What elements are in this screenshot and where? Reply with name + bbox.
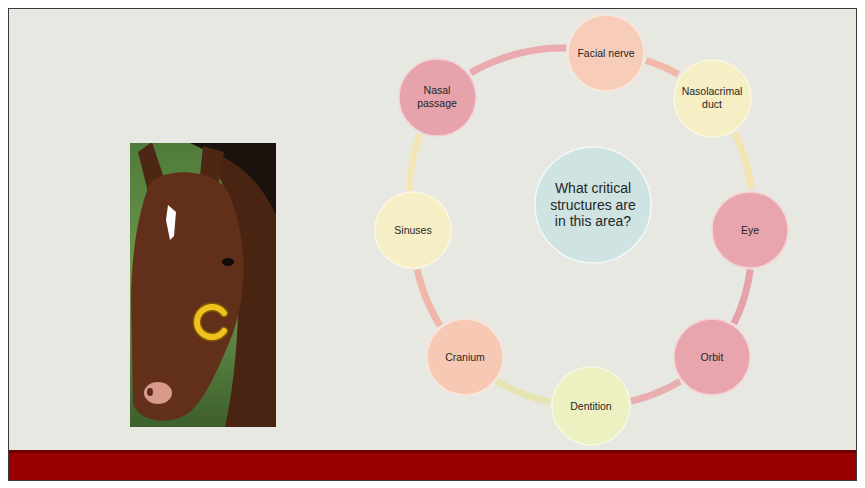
- circle-shape: [552, 367, 630, 445]
- node-label: Orbit: [679, 351, 745, 364]
- question-circle: What critical structures are in this are…: [534, 146, 652, 264]
- circle-shape: [375, 192, 451, 268]
- ring-arc: [646, 61, 678, 75]
- topic-circle: Cranium: [426, 318, 504, 396]
- circle-shape: [427, 319, 503, 395]
- node-label: What critical structures are in this are…: [548, 180, 638, 230]
- ring-arc: [471, 48, 567, 73]
- horse-nostril: [147, 388, 153, 396]
- circle-shape: [674, 60, 751, 137]
- node-label: Sinuses: [380, 224, 446, 237]
- topic-circle: Nasal passage: [398, 58, 477, 137]
- horse-head: [131, 172, 244, 420]
- circle-shape: [535, 147, 651, 263]
- node-label: Facial nerve: [573, 47, 639, 60]
- horseshoe-marker: [197, 307, 224, 337]
- circle-shape: [712, 192, 788, 268]
- node-label: Dentition: [558, 400, 625, 413]
- topic-circle: Orbit: [673, 318, 751, 396]
- node-text-box: Sinuses: [380, 224, 446, 237]
- node-label: Nasolacrimal duct: [679, 85, 745, 110]
- ring-arc: [735, 133, 751, 189]
- ring-arc: [631, 381, 680, 401]
- horse-muzzle: [144, 382, 172, 404]
- topic-circle: Nasolacrimal duct: [673, 59, 752, 138]
- node-label: Nasal passage: [404, 84, 470, 109]
- topic-circle: Sinuses: [374, 191, 452, 269]
- horse-eye: [222, 258, 234, 266]
- ring-arc: [734, 269, 750, 323]
- circle-shape: [568, 15, 644, 91]
- ring-arc: [496, 381, 549, 402]
- node-text-box: Nasolacrimal duct: [679, 85, 745, 110]
- node-label: Eye: [717, 224, 783, 237]
- footer-bar: [9, 452, 856, 480]
- horseshoe-outline: [197, 307, 224, 337]
- slide-frame: [9, 9, 857, 481]
- node-text-box: Cranium: [432, 351, 498, 364]
- topic-circle: Facial nerve: [567, 14, 645, 92]
- topic-circle: Dentition: [551, 366, 631, 446]
- circle-shape: [399, 59, 476, 136]
- horse-star: [166, 205, 176, 240]
- ring-arc: [410, 134, 420, 191]
- node-text-box: Nasal passage: [404, 84, 470, 109]
- node-label: Cranium: [432, 351, 498, 364]
- horse-photo: [130, 143, 276, 427]
- node-text-box: Eye: [717, 224, 783, 237]
- footer-rule: [9, 450, 856, 453]
- circle-shape: [674, 319, 750, 395]
- node-text-box: Dentition: [558, 400, 625, 413]
- node-text-box: Orbit: [679, 351, 745, 364]
- node-text-box: Facial nerve: [573, 47, 639, 60]
- node-text-box: What critical structures are in this are…: [548, 180, 638, 230]
- topic-circle: Eye: [711, 191, 789, 269]
- ring-arc: [417, 269, 440, 325]
- photo-ground: [130, 143, 276, 427]
